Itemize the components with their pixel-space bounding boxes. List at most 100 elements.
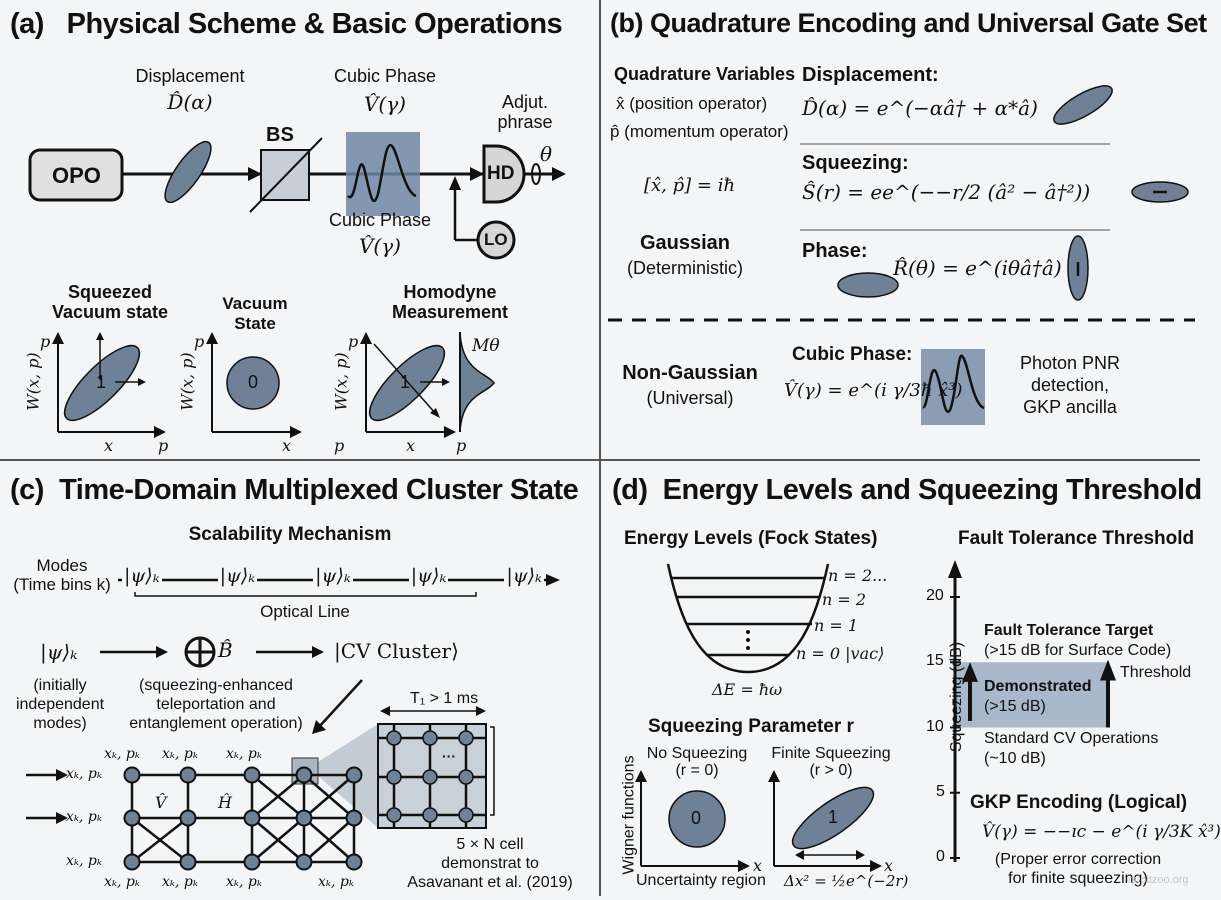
mode-ket: |ψ⟩ₖ — [217, 565, 258, 587]
gate-displacement-name: Displacement: — [802, 64, 939, 86]
y-tick-label: 5 — [936, 782, 945, 800]
cubic-phase-gate-title: Cubic Phase: — [792, 344, 913, 365]
h-hat-label: Ĥ — [218, 793, 232, 812]
squeezed-vacuum-plot — [52, 332, 166, 438]
pnr-note: Photon PNR detection, GKP ancilla — [1019, 353, 1121, 417]
threshold-chart — [948, 560, 1116, 862]
axis-label-p: p — [194, 332, 205, 351]
cluster-edge — [131, 817, 189, 863]
cubic-phase-top-label: Cubic Phase — [333, 66, 437, 86]
displacement-label: Displacement — [135, 66, 245, 86]
cubic-phase-gate-wave — [921, 354, 985, 413]
panel-a-label: (a) — [10, 8, 44, 40]
hd-detector — [482, 144, 526, 204]
y-tick-label: 20 — [926, 587, 944, 604]
cluster-state-graph — [123, 766, 363, 871]
threshold-arrowhead — [1100, 659, 1116, 681]
quadrature-title: Quadrature Variables — [614, 64, 796, 84]
level-label: n = 1 — [814, 616, 859, 635]
panel-a-graphics — [28, 132, 566, 438]
cubic-phase-bottom-operator: V̂(γ) — [358, 234, 401, 258]
panel-a-title: (a) Physical Scheme & Basic Operations — [10, 8, 563, 40]
axis-label-p2: p — [456, 436, 467, 455]
uncertainty-region-label: Uncertainty region — [636, 872, 766, 889]
cubic-phase-gate-box — [921, 349, 985, 425]
cluster-node — [243, 809, 261, 827]
cluster-node — [123, 766, 141, 784]
axis-label-x: x — [282, 436, 292, 455]
chart-ylabel: Squeezing (dB) — [948, 641, 966, 753]
dx-formula: Δx² = ½e^(−2r) — [784, 872, 909, 890]
level-label: n = 2 — [822, 590, 867, 609]
no-squeezing-circle — [668, 790, 726, 848]
node-quadrature-label: xₖ, pₖ — [104, 874, 140, 890]
node-quadrature-label: xₖ, pₖ — [318, 874, 354, 890]
panel-c-label: (c) — [10, 474, 44, 506]
panel-b-label: (b) — [610, 8, 643, 38]
cubic-phase-gate-formula: V̂(γ) = e^(i γ/3ħ x̂³) — [784, 380, 963, 401]
panel-d-label: (d) — [612, 474, 648, 506]
y-axis-arrow — [948, 560, 962, 578]
state-marker: 1 — [400, 372, 411, 392]
y-tick-label: 0 — [936, 848, 945, 865]
cluster-node — [345, 809, 363, 827]
v-hat-label: V̂ — [155, 793, 167, 812]
finite-squeezing-label: Finite Squeezing (r > 0) — [771, 745, 891, 779]
gate-displacement-formula: D̂(α) = e^(−αâ† + α*â) — [802, 96, 1038, 120]
gkp-note: (Proper error correction for finite sque… — [994, 851, 1162, 887]
cluster-edge — [303, 774, 355, 819]
finite-squeezing-ellipse — [791, 786, 875, 850]
distribution-label: Mθ — [472, 336, 500, 356]
ft-target-label: Fault Tolerance Target — [984, 622, 1154, 639]
node-quadrature-label: xₖ, pₖ — [66, 809, 102, 825]
panel-b-title: (b) Quadrature Encoding and Universal Ga… — [610, 8, 1207, 38]
cluster-node — [179, 853, 197, 871]
optical-line-label: Optical Line — [260, 602, 350, 621]
opo-box — [28, 148, 124, 202]
mode-ket-list: |ψ⟩ₖ |ψ⟩ₖ |ψ⟩ₖ |ψ⟩ₖ |ψ⟩ₖ — [122, 565, 552, 587]
axis-label-x: x — [104, 436, 114, 455]
standard-cv-label: Standard CV Operations — [984, 730, 1159, 747]
horizontal-divider — [0, 459, 1200, 461]
cluster-node — [295, 809, 313, 827]
fault-tolerance-title: Fault Tolerance Threshold — [958, 528, 1195, 549]
state-marker-1: 1 — [828, 807, 839, 827]
x-axis-label: x — [753, 856, 763, 875]
level-label: n = 2... — [828, 566, 888, 585]
cluster-node — [345, 766, 363, 784]
node-quadrature-label: xₖ, pₖ — [226, 746, 262, 762]
gaussian-sublabel: (Deterministic) — [626, 258, 743, 278]
operator-b: B̂ — [218, 638, 233, 662]
vacuum-state-plot — [206, 332, 302, 438]
bs-label: BS — [266, 124, 294, 146]
phase-gate-ellipse-left — [837, 272, 899, 298]
homodyne-distribution — [460, 332, 494, 432]
cubic-phase-wave — [347, 143, 417, 203]
cluster-node — [295, 853, 313, 871]
opo-label: OPO — [52, 163, 101, 188]
y-tick-label: 15 — [926, 652, 944, 670]
ft-target-sublabel: (>15 dB for Surface Code) — [984, 642, 1172, 659]
node-quadrature-label: xₖ, pₖ — [66, 766, 102, 782]
axis-label-x: x — [406, 436, 416, 455]
lo-circle — [476, 220, 516, 260]
homodyne-title: Homodyne Measurement — [391, 282, 509, 322]
cluster-node — [123, 853, 141, 871]
vertical-divider — [599, 0, 601, 896]
y-tick-label: 10 — [926, 717, 944, 735]
cluster-node — [179, 766, 197, 784]
homodyne-plot — [360, 331, 495, 438]
panel-c-graphics — [26, 574, 560, 871]
demonstrated-sublabel: (>15 dB) — [984, 698, 1046, 715]
gate-squeezing-formula: Ŝ(r) = ee^(−−r/2 (â² − â†²)) — [802, 180, 1091, 204]
displacement-ellipse — [164, 140, 212, 204]
hd-label: HD — [487, 163, 515, 184]
axis-label-p: p — [40, 332, 51, 351]
mode-ket: |ψ⟩ₖ — [122, 565, 162, 587]
cluster-edge — [251, 774, 305, 819]
gkp-formula: V̂(γ) = −−ıc − e^(i γ/3K x̂³) — [982, 822, 1221, 842]
node-quadrature-label: xₖ, pₖ — [162, 746, 198, 762]
quadrature-x: x̂ (position operator) — [616, 94, 768, 113]
cluster-node — [123, 809, 141, 827]
